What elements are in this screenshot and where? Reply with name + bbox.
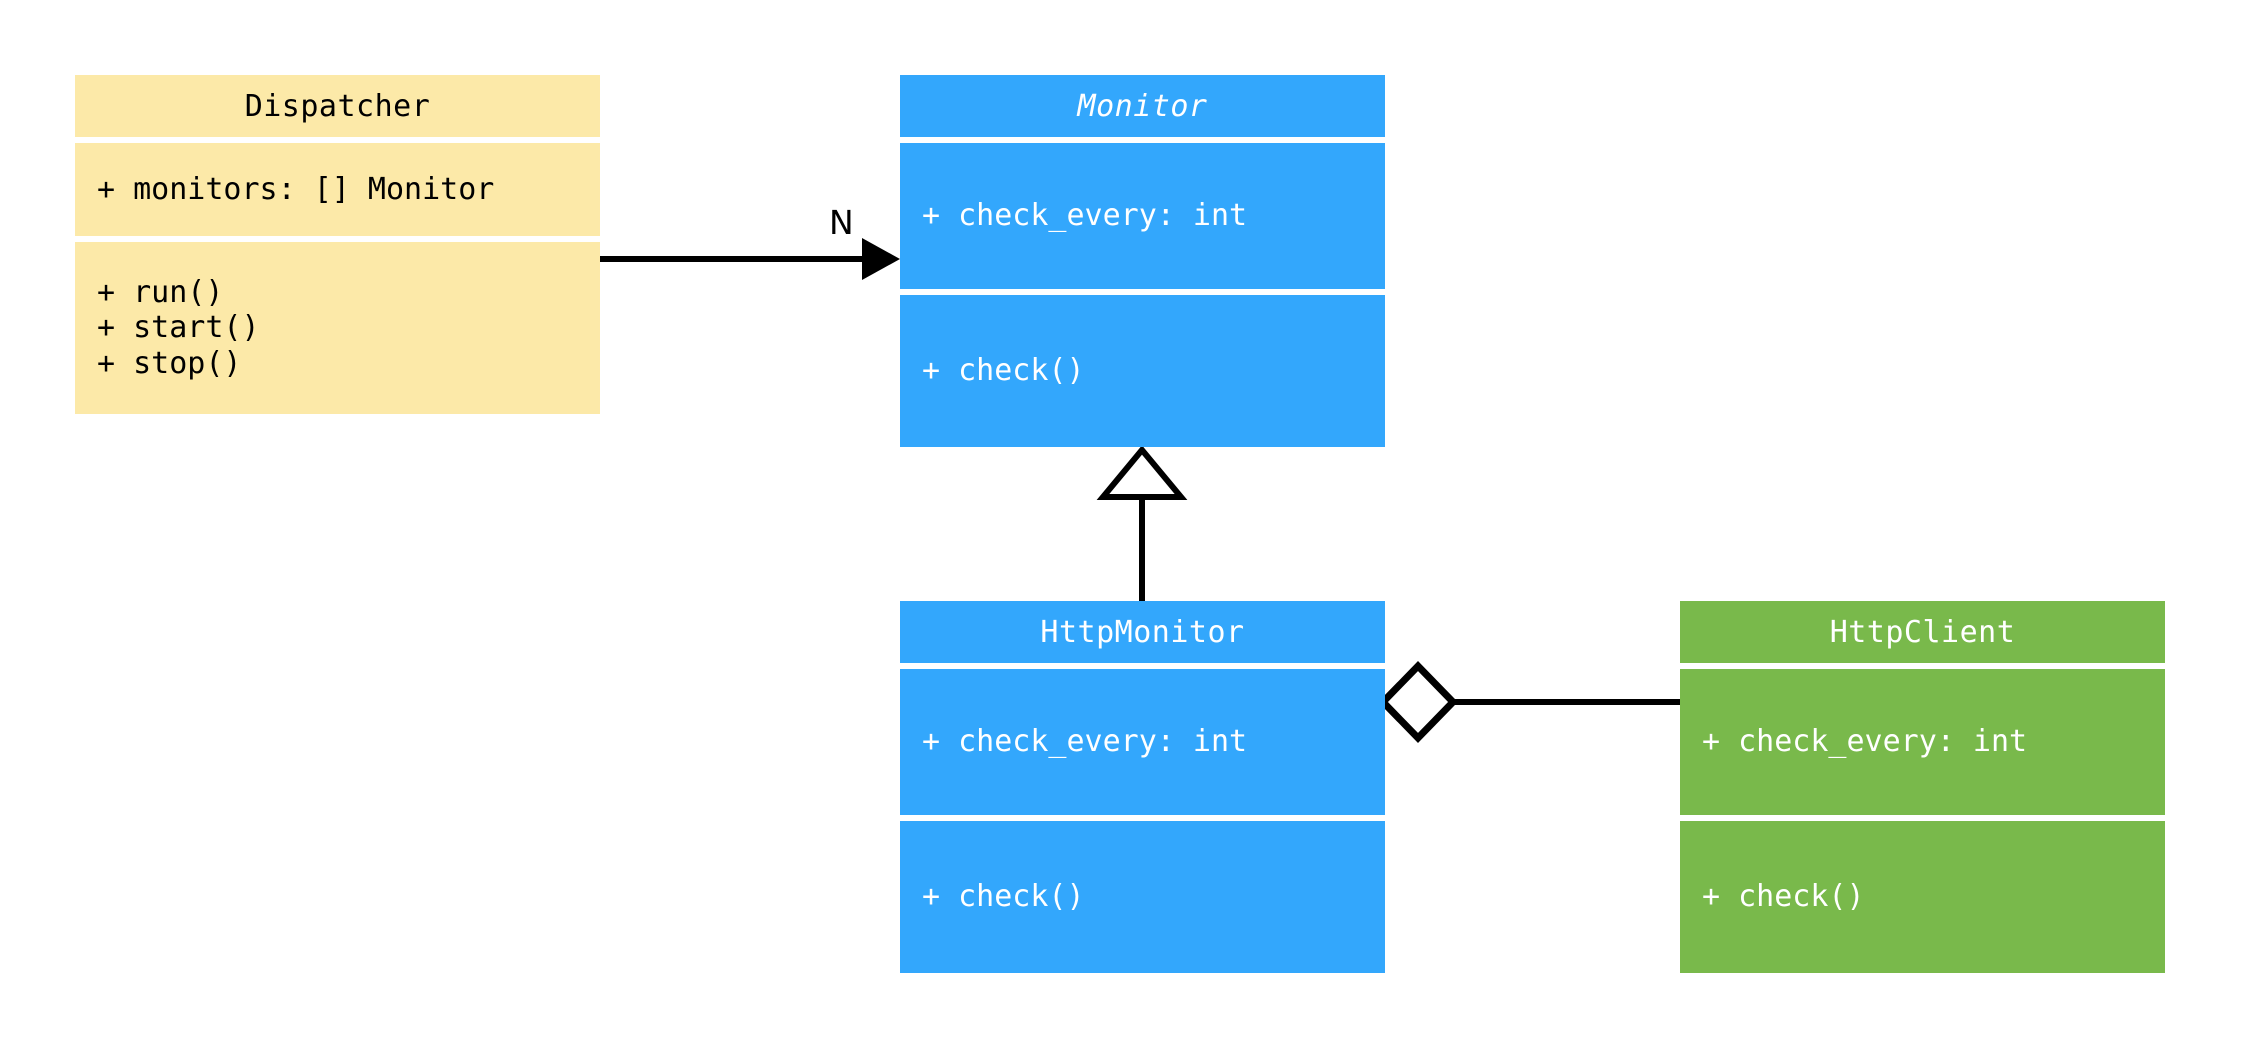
class-attributes-compartment-httpclient: + check_every: int [1680, 669, 2165, 815]
attribute-item: + check_every: int [1702, 724, 2028, 760]
method-list-dispatcher: + run() + start() + stop() [97, 275, 578, 381]
method-item: + stop() [97, 345, 242, 381]
edge-label-multiplicity-n: N [829, 203, 854, 242]
class-box-httpmonitor[interactable]: HttpMonitor + check_every: int + check() [900, 601, 1385, 973]
class-attributes-compartment-httpmonitor: + check_every: int [900, 669, 1385, 815]
class-title-compartment-httpclient: HttpClient [1680, 601, 2165, 663]
method-item: + run() [97, 274, 224, 310]
class-methods-compartment-httpmonitor: + check() [900, 821, 1385, 973]
class-name-httpmonitor: HttpMonitor [1040, 614, 1245, 650]
class-methods-compartment-dispatcher: + run() + start() + stop() [75, 242, 600, 414]
attribute-list-monitor: + check_every: int [922, 198, 1363, 233]
attribute-list-httpclient: + check_every: int [1702, 724, 2143, 759]
method-list-monitor: + check() [922, 353, 1363, 388]
class-name-dispatcher: Dispatcher [244, 88, 431, 124]
edge-httpmonitor-to-monitor [1096, 445, 1188, 601]
method-item: + check() [1702, 879, 1865, 915]
method-list-httpclient: + check() [1702, 879, 2143, 914]
class-methods-compartment-monitor: + check() [900, 295, 1385, 447]
method-item: + start() [97, 310, 260, 346]
attribute-item: + check_every: int [922, 724, 1248, 760]
class-title-compartment-dispatcher: Dispatcher [75, 75, 600, 137]
class-title-compartment-monitor: Monitor [900, 75, 1385, 137]
edge-httpmonitor-to-httpclient [1378, 660, 1680, 744]
class-box-monitor[interactable]: Monitor + check_every: int + check() [900, 75, 1385, 447]
edge-dispatcher-to-monitor [600, 238, 900, 280]
class-box-dispatcher[interactable]: Dispatcher + monitors: [] Monitor + run(… [75, 75, 600, 414]
class-attributes-compartment-dispatcher: + monitors: [] Monitor [75, 143, 600, 236]
class-methods-compartment-httpclient: + check() [1680, 821, 2165, 973]
class-title-compartment-httpmonitor: HttpMonitor [900, 601, 1385, 663]
attribute-item: + check_every: int [922, 198, 1248, 234]
attribute-list-httpmonitor: + check_every: int [922, 724, 1363, 759]
class-box-httpclient[interactable]: HttpClient + check_every: int + check() [1680, 601, 2165, 973]
attribute-list-dispatcher: + monitors: [] Monitor [97, 172, 578, 207]
method-item: + check() [922, 879, 1085, 915]
class-attributes-compartment-monitor: + check_every: int [900, 143, 1385, 289]
method-item: + check() [922, 353, 1085, 389]
class-name-httpclient: HttpClient [1829, 614, 2016, 650]
method-list-httpmonitor: + check() [922, 879, 1363, 914]
class-name-monitor: Monitor [1077, 88, 1208, 124]
attribute-item: + monitors: [] Monitor [97, 171, 495, 207]
